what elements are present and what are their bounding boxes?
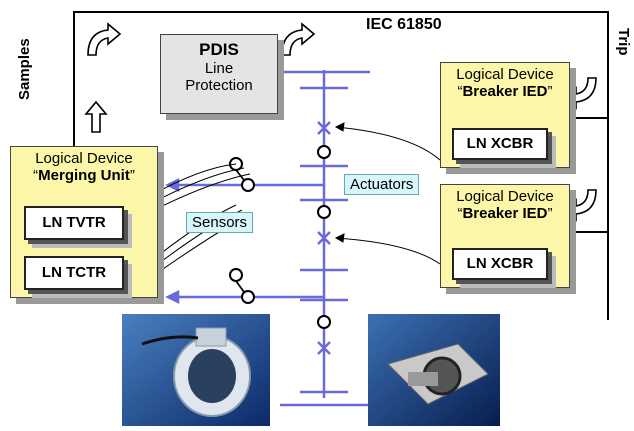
samples-up-arrow: [84, 100, 108, 133]
samples-label: Samples: [16, 38, 33, 100]
curved-arrow-2: [281, 22, 316, 56]
bied2-name-line: “Breaker IED”: [441, 205, 569, 222]
pdis-line1: Line: [204, 60, 234, 77]
trip-label: Trip: [615, 28, 632, 56]
breaker-photo: [368, 314, 500, 426]
bied1-line1: Logical Device: [456, 66, 554, 83]
ln-xcbr-2: LN XCBR: [452, 248, 548, 280]
pdis-title: PDIS: [199, 40, 239, 59]
pdis-box: PDIS Line Protection: [160, 34, 278, 114]
bied1-name-line: “Breaker IED”: [441, 83, 569, 100]
sensors-tag: Sensors: [186, 212, 254, 233]
pdis-line2: Protection: [185, 77, 253, 94]
bied2-quote-close: ”: [547, 205, 553, 222]
bied1-quote-open: “: [457, 83, 463, 100]
ln-tctr: LN TCTR: [24, 256, 124, 290]
mu-quote-close: ”: [129, 167, 135, 184]
disconnector-circles: [229, 145, 331, 329]
mu-name-line: “Merging Unit”: [11, 167, 157, 184]
mu-name: Merging Unit: [38, 167, 130, 184]
bied2-quote-open: “: [457, 205, 463, 222]
ln-xcbr-1: LN XCBR: [452, 128, 548, 160]
bied2-line1: Logical Device: [456, 188, 554, 205]
mu-quote-open: “: [33, 167, 39, 184]
curved-arrow-3: [562, 77, 597, 110]
breaker-marks: [317, 121, 331, 355]
bied1-quote-close: ”: [547, 83, 553, 100]
ln-tvtr: LN TVTR: [24, 206, 124, 240]
curved-arrow-1: [87, 22, 122, 56]
sensor-switches: [235, 169, 245, 293]
curved-arrow-4: [562, 189, 597, 222]
sensor-photo: [122, 314, 270, 426]
trip-command-arrows: [334, 122, 441, 265]
actuators-tag: Actuators: [344, 174, 420, 195]
bied1-name: Breaker IED: [462, 83, 548, 100]
mu-line1: Logical Device: [35, 150, 133, 167]
standard-label: IEC 61850: [366, 16, 442, 33]
bied2-name: Breaker IED: [462, 205, 548, 222]
station-bus-frame: [73, 11, 609, 320]
